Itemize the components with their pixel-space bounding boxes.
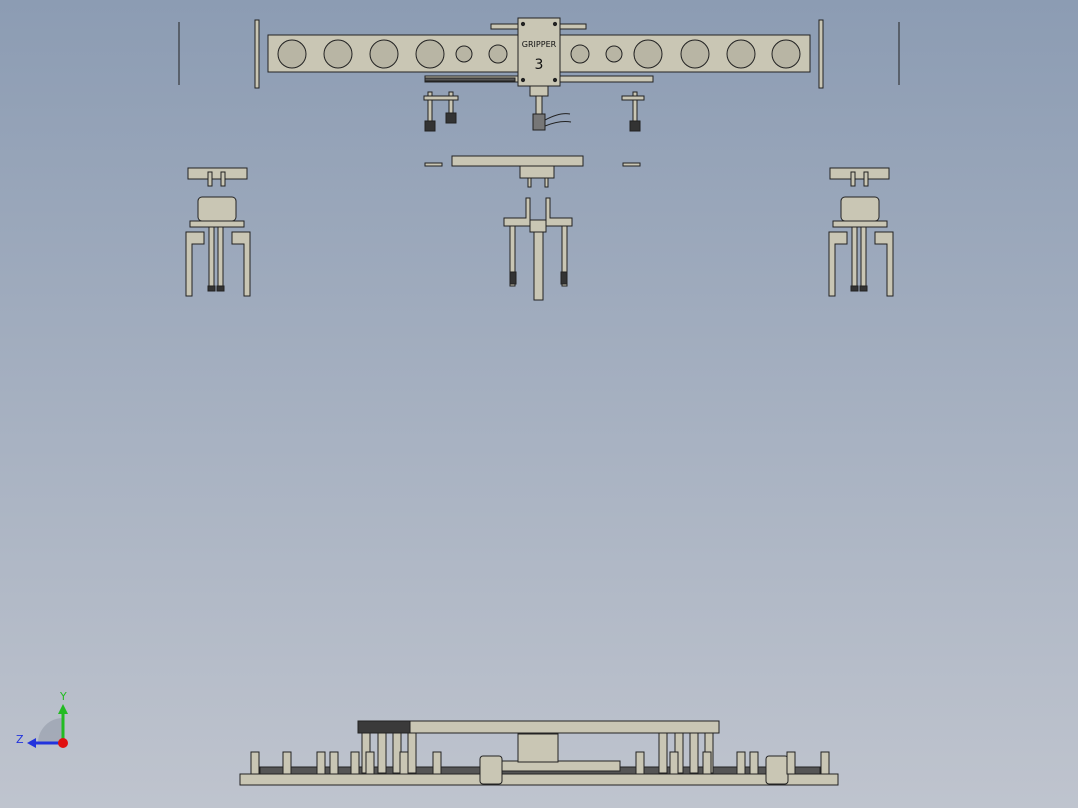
right-gripper-bolt [850,171,856,187]
right-gripper-plate [829,167,890,180]
fixture-clamp-right [765,755,789,785]
fixture-center-block [517,733,559,763]
z-axis-label: Z [16,733,24,746]
left-gripper-rod [217,226,224,290]
left-gripper-body [197,196,237,222]
right-gripper-rod [851,226,858,290]
center-rod-clamp [509,271,517,285]
air-hoses [544,113,572,127]
center-side-rod [509,225,516,287]
center-gripper-pin [544,177,549,188]
right-gripper-jaw-right [874,231,894,297]
left-gripper-tip [207,285,216,292]
center-gripper-pin [527,177,532,188]
left-gripper-plate [187,167,248,180]
fixture-base-plate [239,773,839,786]
left-gripper-assembly[interactable] [185,167,251,297]
fixture-pins [250,751,830,775]
left-gripper-bolt [220,171,226,187]
center-side-rod [561,225,568,287]
center-gripper-assembly[interactable] [424,155,641,301]
beam-holes [277,39,801,69]
right-gripper-rod [860,226,867,290]
z-axis-arrowhead [27,738,36,748]
axis-triad[interactable]: Y Z [16,690,68,748]
right-end-post [818,19,824,89]
beam-pins [423,91,645,132]
center-gripper-plate [451,155,584,167]
right-gripper-tip [850,285,859,292]
left-gripper-jaw-left [185,231,205,297]
right-gripper-tip [859,285,868,292]
right-gripper-flange [832,220,888,228]
right-gripper-assembly[interactable] [828,167,894,297]
center-column [533,231,544,301]
gripper-label: GRIPPER [522,40,557,49]
fitting [532,113,546,131]
right-gripper-bolt [863,171,869,187]
center-gripper-block [519,165,555,179]
left-gripper-jaw-right [231,231,251,297]
y-axis-label: Y [59,690,67,703]
gripper-center-plate[interactable] [517,17,561,87]
right-gripper-body [840,196,880,222]
center-bracket-left [503,197,531,227]
left-gripper-bolt [207,171,213,187]
left-gripper-rod [208,226,215,290]
left-end-post [254,19,260,89]
center-rod-clamp [560,271,568,285]
fixture-top-beam [409,720,720,734]
fixture-dark-block [357,720,411,734]
stem-block [529,85,549,97]
triad-plane-indicator [38,718,63,743]
left-gripper-tip [216,285,225,292]
fixture-clamp-left [479,755,503,785]
lower-bar-shadow [424,77,516,82]
center-side-bar [622,162,641,167]
gripper-beam-assembly[interactable]: GRIPPER 3 [178,17,900,132]
center-side-bar [424,162,443,167]
center-bracket-right [545,197,573,227]
right-gripper-jaw-left [828,231,848,297]
triad-origin-x [58,738,68,748]
bottom-fixture-assembly[interactable] [239,720,839,786]
left-gripper-flange [189,220,245,228]
center-hub [529,219,547,233]
stem [535,95,543,117]
y-axis-arrowhead [58,704,68,714]
gripper-number: 3 [535,57,544,73]
